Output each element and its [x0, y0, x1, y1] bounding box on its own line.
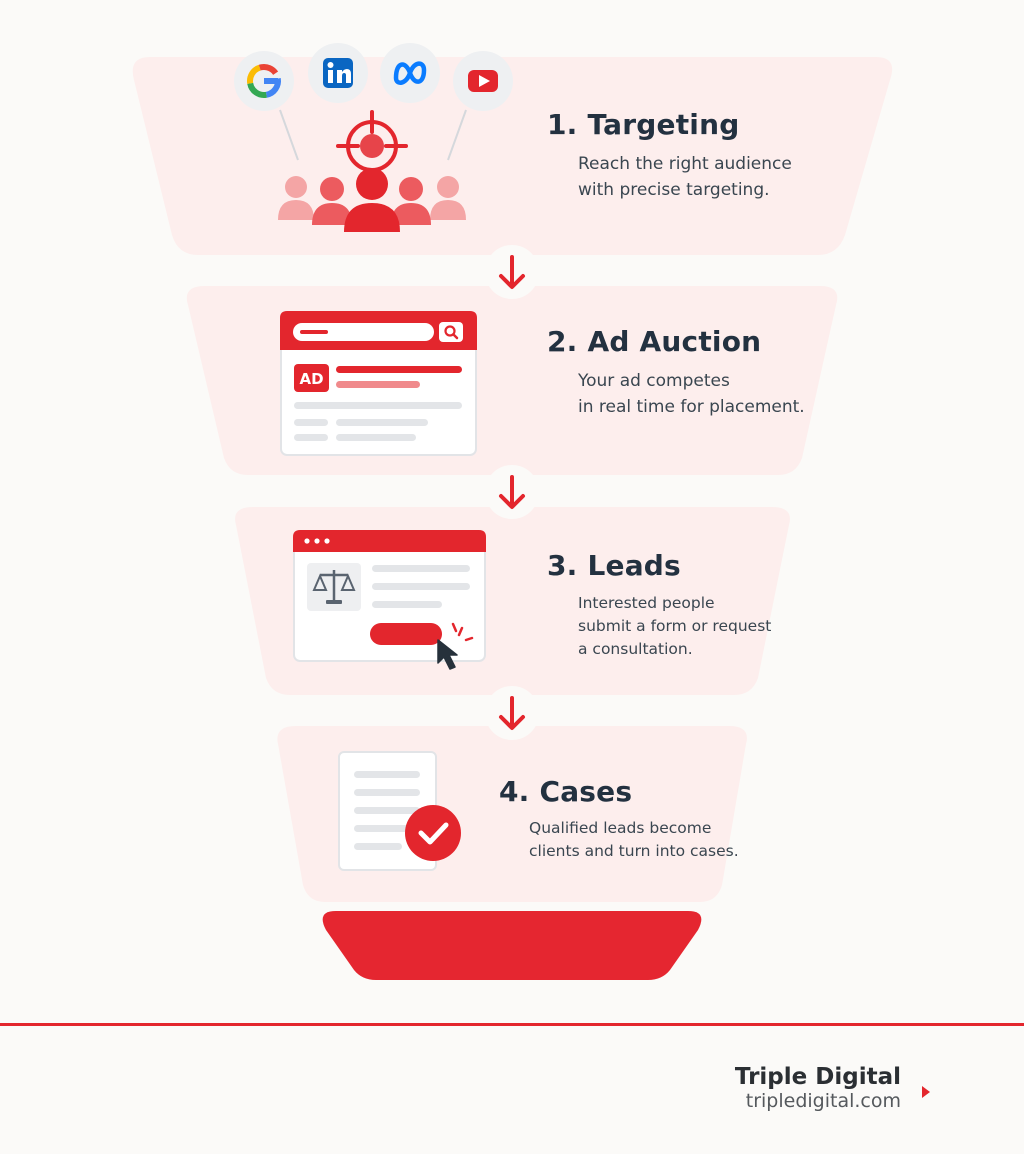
targeting-illustration	[234, 43, 513, 232]
tier-4-heading: 4. Cases	[499, 775, 633, 808]
funnel-base	[322, 911, 702, 980]
cursor-click-icon	[437, 622, 474, 670]
search-results-page-icon: AD	[280, 311, 477, 456]
landing-page-icon	[293, 530, 486, 670]
tier-1-description: Reach the right audience with precise ta…	[578, 154, 792, 200]
ad-badge: AD	[294, 364, 329, 392]
tier-3-description: Interested people submit a form or reque…	[578, 594, 772, 658]
google-icon	[234, 51, 294, 111]
footer-divider	[0, 1023, 1024, 1026]
play-arrow-icon	[922, 1086, 930, 1098]
brand-url: tripledigital.com	[745, 1090, 901, 1112]
tier-2-description: Your ad competes in real time for placem…	[578, 371, 805, 417]
brand-name: Triple Digital	[734, 1064, 901, 1090]
tier-1-heading: 1. Targeting	[547, 108, 740, 141]
target-crosshair-icon	[336, 110, 408, 172]
down-arrow-icon	[485, 245, 539, 299]
down-arrow-icon	[485, 465, 539, 519]
checkmark-icon	[405, 805, 461, 861]
down-arrow-icon	[485, 686, 539, 740]
tier-3-heading: 3. Leads	[547, 549, 681, 582]
funnel-diagram: AD	[132, 43, 893, 980]
audience-people-icon	[278, 168, 466, 232]
youtube-icon	[453, 51, 513, 111]
meta-icon	[380, 43, 440, 103]
tier-4-description: Qualified leads become clients and turn …	[529, 819, 739, 860]
ad-badge-label: AD	[299, 370, 323, 388]
linkedin-icon	[308, 43, 368, 103]
tier-2-heading: 2. Ad Auction	[547, 325, 762, 358]
scales-of-justice-icon	[307, 563, 361, 611]
